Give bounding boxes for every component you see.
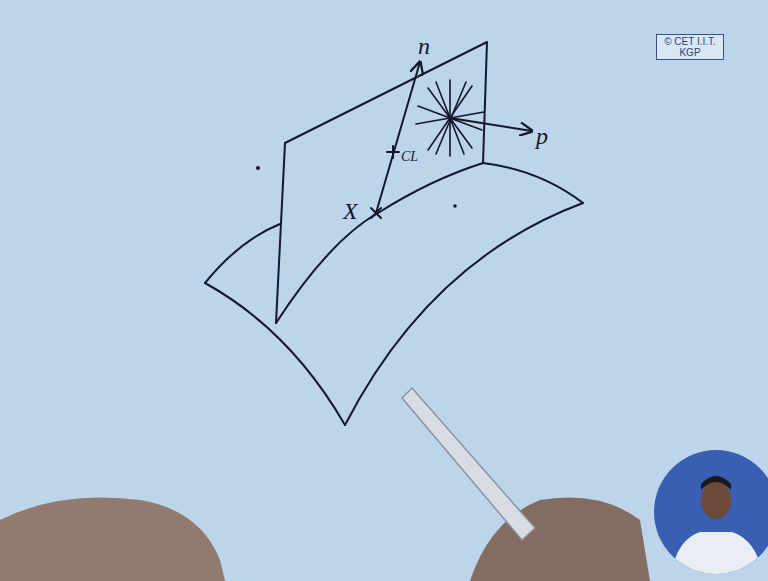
vector-label: p [536,124,548,148]
normal-vector [376,62,420,213]
surface-left-flap [205,224,280,283]
surface-right-edge [345,203,583,425]
plane-outline [276,42,487,323]
dot [256,166,260,170]
left-hand [0,498,225,581]
watermark-box: © CET I.I.T. KGP [656,34,724,60]
surface-ridge [276,163,583,323]
surface-left-edge [205,283,345,425]
cl-cross [387,146,399,158]
watermark-text: © CET I.I.T. KGP [661,36,719,58]
normal-label: n [418,34,430,58]
point-label: CL [401,150,418,164]
dot [453,204,457,208]
x-mark [371,208,381,218]
p-arrow [450,118,532,131]
point-label: X [343,199,358,223]
pen [402,388,535,540]
presenter-inset [654,450,768,581]
